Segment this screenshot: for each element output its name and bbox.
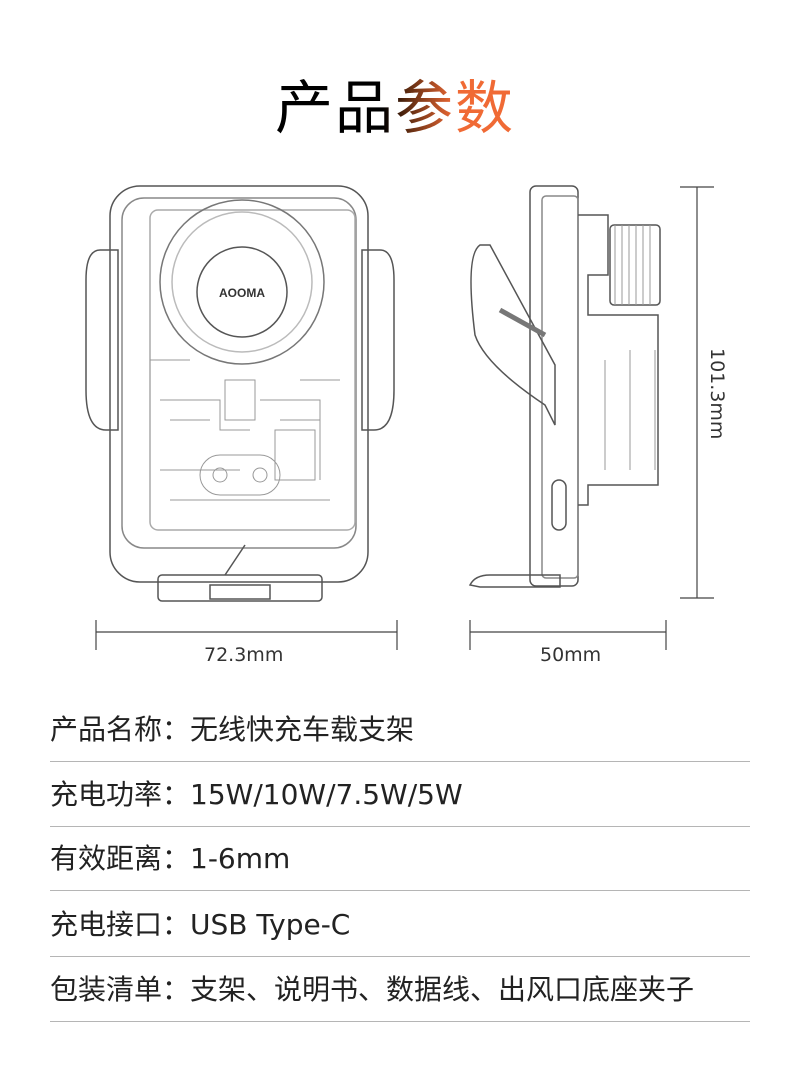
spec-label: 产品名称： [50,713,191,746]
spec-label: 有效距离： [50,842,191,875]
side-view [468,185,661,588]
spec-value: 支架、说明书、数据线、出风口底座夹子 [190,973,695,1006]
spec-label: 充电接口： [50,908,191,941]
spec-row-port: 充电接口：USB Type-C [50,893,750,957]
spec-value: 无线快充车载支架 [190,713,415,746]
spec-row-power: 充电功率：15W/10W/7.5W/5W [50,763,750,827]
spec-label: 包装清单： [50,973,191,1006]
spec-label: 充电功率： [50,778,191,811]
front-view [85,185,395,602]
spec-value: 1-6mm [190,842,291,875]
dimension-lines [95,186,714,650]
spec-row-package: 包装清单：支架、说明书、数据线、出风口底座夹子 [50,958,750,1022]
height-dimension: 101.3mm [706,348,728,440]
spec-value: USB Type-C [190,908,351,941]
spec-row-distance: 有效距离：1-6mm [50,827,750,891]
product-drawing: AOOMA [85,185,714,650]
product-logo: AOOMA [219,286,265,300]
depth-dimension: 50mm [540,644,602,666]
spec-row-product-name: 产品名称：无线快充车载支架 [50,698,750,762]
spec-value: 15W/10W/7.5W/5W [190,778,463,811]
width-dimension: 72.3mm [204,644,284,666]
page-title: 产品参数 [274,74,515,142]
